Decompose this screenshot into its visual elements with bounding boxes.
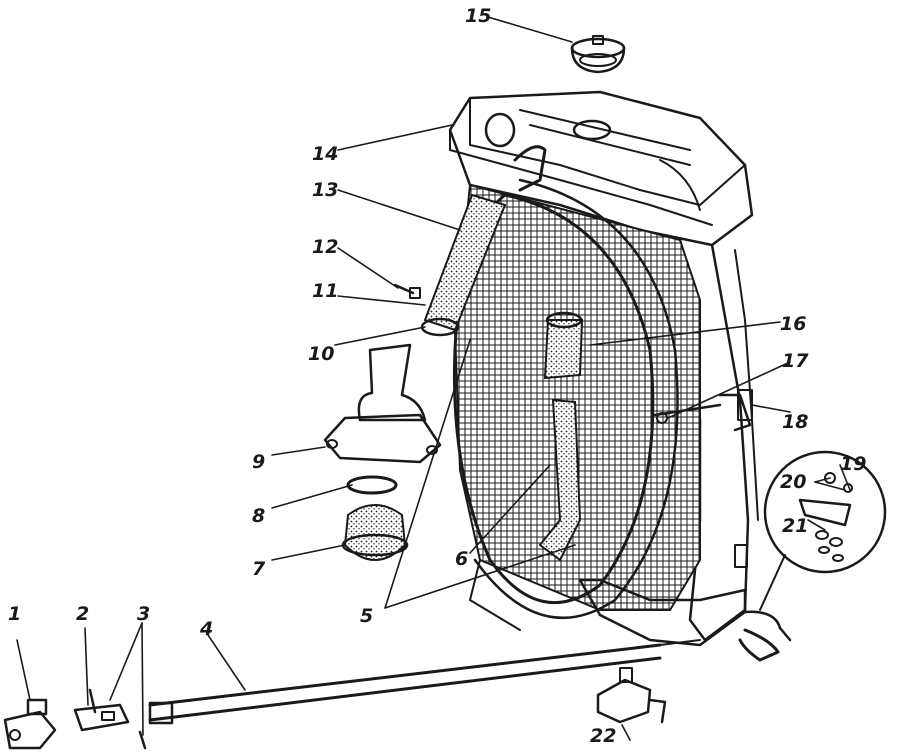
- label-14: 14: [312, 143, 338, 165]
- lower-tank: [578, 578, 792, 662]
- radiator-cap: [570, 35, 626, 74]
- label-19: 19: [840, 453, 866, 475]
- lever-parts: [73, 688, 147, 750]
- drain-rod: [148, 639, 701, 725]
- label-13: 13: [312, 179, 338, 201]
- gasket-ring: [346, 475, 398, 495]
- label-11: 11: [312, 280, 338, 302]
- upper-hose: [420, 145, 547, 337]
- label-7: 7: [252, 558, 266, 580]
- label-1: 1: [8, 603, 21, 625]
- label-12: 12: [312, 236, 338, 258]
- thermostat: [341, 504, 409, 561]
- drain-cock-22: [596, 667, 667, 724]
- leader-lines: [16, 16, 851, 741]
- label-20: 20: [780, 471, 806, 493]
- label-3: 3: [137, 603, 150, 625]
- label-4: 4: [199, 618, 213, 640]
- label-15: 15: [465, 5, 491, 27]
- label-8: 8: [252, 505, 265, 527]
- fastener-detail-circle: [759, 450, 887, 611]
- label-2: 2: [76, 603, 89, 625]
- label-22: 22: [590, 725, 616, 747]
- callout-labels: 1 2 3 4 5 6 7 8 9 10 11 12 13 14 15 16 1…: [8, 5, 866, 747]
- fan-shroud: [452, 178, 679, 631]
- label-5: 5: [360, 605, 373, 627]
- radiator-core: [453, 183, 701, 611]
- label-10: 10: [308, 343, 334, 365]
- label-21: 21: [782, 515, 808, 537]
- label-18: 18: [782, 411, 808, 433]
- label-16: 16: [780, 313, 806, 335]
- label-17: 17: [782, 350, 809, 372]
- bolt-12: [393, 283, 421, 299]
- label-9: 9: [252, 451, 265, 473]
- drain-cock-1: [3, 698, 57, 750]
- upper-tank: [448, 90, 754, 247]
- mounting-bracket: [653, 393, 752, 432]
- lower-hose: [538, 311, 584, 562]
- label-6: 6: [455, 548, 468, 570]
- thermostat-housing: [323, 343, 442, 464]
